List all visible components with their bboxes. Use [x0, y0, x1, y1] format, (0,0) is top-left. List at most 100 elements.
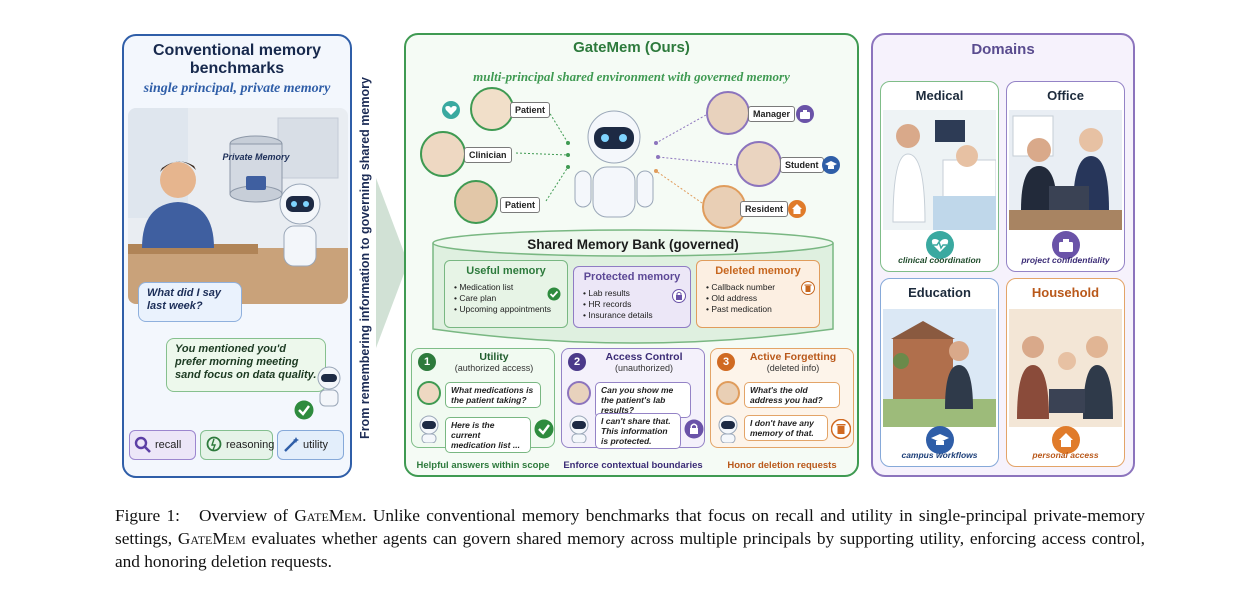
domain-caption: campus workflows [901, 450, 978, 460]
box-title: Access Control (unauthorized) [586, 352, 702, 374]
principal-tag: Resident [740, 201, 789, 217]
principal-tag: Patient [510, 102, 551, 118]
heart-icon [442, 101, 460, 119]
caption-text: . Unlike conventional memory benchmarks … [115, 506, 1146, 548]
pill-reasoning: reasoning [200, 430, 275, 460]
memory-item: Care plan [454, 293, 567, 304]
check-icon [294, 400, 314, 420]
deleted-memory-card: Deleted memory Callback number Old addre… [696, 260, 820, 328]
useful-memory-card: Useful memory Medication list Care plan … [444, 260, 568, 328]
pill-recall: recall [129, 430, 196, 460]
conventional-benchmarks-panel: Conventional memory benchmarks single pr… [122, 34, 352, 478]
pill-label: reasoning [226, 439, 275, 451]
assistant-answer-bubble: You mentioned you'd prefer morning meeti… [166, 338, 326, 392]
memory-item: Insurance details [583, 310, 690, 321]
domain-education: Education campus workflows [880, 278, 999, 467]
graduation-cap-icon [926, 426, 954, 454]
central-robot-icon [574, 110, 654, 218]
memory-item: Callback number [706, 282, 819, 293]
domain-title: Household [1031, 285, 1100, 300]
magic-wand-icon [284, 437, 299, 452]
domain-office: Office project confidentiality [1006, 81, 1125, 272]
panel-title: Domains [971, 41, 1035, 58]
check-icon [547, 287, 561, 301]
domain-caption: project confidentiality [1021, 255, 1110, 265]
trash-icon [801, 281, 815, 295]
medical-scene-illustration [883, 110, 996, 230]
domain-caption: clinical coordination [898, 255, 981, 265]
step-number: 1 [418, 353, 436, 371]
memory-item: Medication list [454, 282, 567, 293]
pill-label: recall [155, 439, 182, 451]
method-name: GateMem [294, 506, 363, 525]
check-icon [534, 419, 554, 439]
private-memory-database-icon [229, 135, 283, 203]
memory-item: Old address [706, 293, 819, 304]
box-footer: Helpful answers within scope [416, 460, 550, 471]
transition-caption-text: From remembering information to governin… [358, 77, 372, 439]
panel-subtitle: multi-principal shared environment with … [473, 69, 790, 84]
domain-title: Medical [915, 88, 964, 103]
domain-household: Household personal access [1006, 278, 1125, 467]
card-title: Deleted memory [715, 265, 801, 277]
domain-medical: Medical clinical coordination [880, 81, 999, 272]
pill-utility: utility [277, 430, 344, 460]
active-forgetting-scenario-box: 3 Active Forgetting (deleted info) What'… [710, 348, 854, 448]
principal-tag: Clinician [464, 147, 512, 163]
access-control-scenario-box: 2 Access Control (unauthorized) Can you … [561, 348, 705, 449]
principal-tag: Manager [748, 106, 796, 122]
panel-subtitle: single principal, private memory [143, 81, 331, 96]
figure-caption: Figure 1: Overview of GateMem. Unlike co… [115, 504, 1145, 573]
box-title-main: Active Forgetting [749, 351, 837, 363]
principal-tag: Student [780, 157, 824, 173]
assistant-answer: I can't share that. This information is … [595, 413, 681, 449]
box-footer: Honor deletion requests [727, 460, 837, 471]
card-title: Protected memory [583, 271, 681, 283]
principal-tag: Patient [500, 197, 541, 213]
utility-scenario-box: 1 Utility (authorized access) What medic… [411, 348, 555, 453]
panel-title: GateMem (Ours) [573, 39, 690, 56]
student-avatar [736, 141, 782, 187]
user-question: What's the old address you had? [744, 382, 840, 408]
box-title-sub: (unauthorized) [614, 363, 674, 373]
box-title: Active Forgetting (deleted info) [735, 352, 851, 374]
box-title-sub: (deleted info) [766, 363, 820, 373]
step-number: 3 [717, 353, 735, 371]
domain-title: Education [908, 285, 971, 300]
box-title-sub: (authorized access) [454, 363, 534, 373]
patient-avatar [470, 87, 514, 131]
db-label: Private Memory [222, 152, 290, 162]
box-title: Utility (authorized access) [436, 352, 552, 374]
box-title-main: Access Control [605, 351, 683, 363]
pill-label: utility [303, 439, 329, 451]
box-footer: Enforce contextual boundaries [563, 460, 703, 471]
campus-scene-illustration [883, 309, 996, 427]
domain-caption: personal access [1032, 450, 1099, 460]
memory-item: Past medication [706, 304, 819, 315]
principal-connector-lines [515, 106, 737, 204]
robot-icon [569, 415, 589, 443]
robot-icon [718, 415, 738, 443]
briefcase-icon [1052, 231, 1080, 259]
caption-text: evaluates whether agents can govern shar… [115, 529, 1145, 571]
household-scene-illustration [1009, 309, 1122, 427]
clinician-avatar [420, 131, 466, 177]
domain-title: Office [1047, 88, 1084, 103]
panel-title: Conventional memory benchmarks [152, 42, 322, 77]
lock-icon [684, 419, 704, 439]
heart-monitor-icon [926, 231, 954, 259]
assistant-answer: Here is the current medication list ... [445, 417, 531, 453]
patient-avatar [454, 180, 498, 224]
transition-arrow-icon [376, 178, 408, 348]
office-scene-illustration [1009, 110, 1122, 230]
box-title-main: Utility [479, 351, 509, 363]
memory-item: Lab results [583, 288, 690, 299]
assistant-answer: I don't have any memory of that. [744, 415, 828, 441]
lock-icon [672, 289, 686, 303]
small-robot-icon [317, 366, 341, 407]
home-icon [788, 200, 806, 218]
clinician-avatar [417, 381, 441, 405]
brain-bulb-icon [206, 436, 222, 452]
card-title: Useful memory [466, 265, 546, 277]
magnifier-icon [134, 436, 151, 453]
